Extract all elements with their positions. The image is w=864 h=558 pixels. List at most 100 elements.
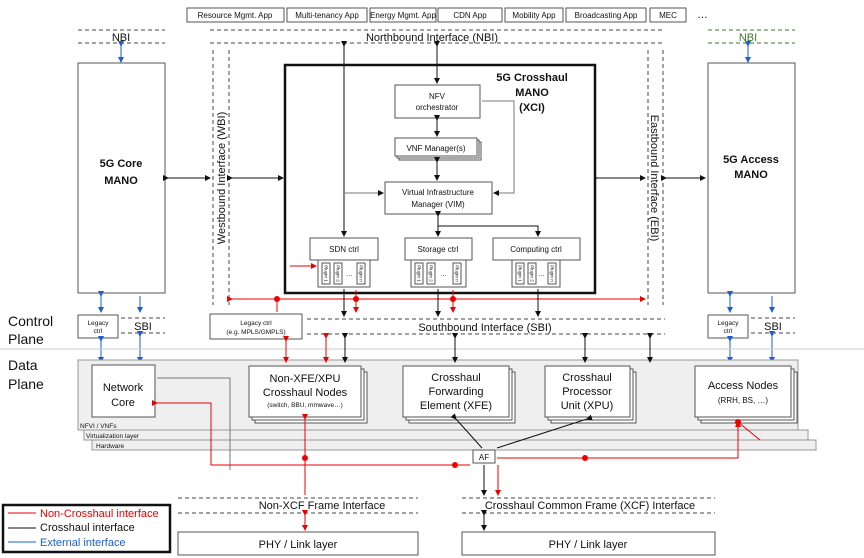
app-mobility	[504, 7, 564, 23]
nfvi-layer-label: NFVI / VNFs	[80, 423, 117, 430]
app-label: CDN App	[453, 11, 487, 20]
crosshaul-processor-unit	[544, 365, 631, 418]
non-xfe-label: Crosshaul Nodes	[263, 387, 348, 399]
control-plane-label: Control	[8, 313, 53, 329]
legend: Non-Crosshaul interface Crosshaul interf…	[1, 503, 172, 554]
crosshaul-forwarding-element	[402, 365, 510, 418]
nfvo-label: orchestrator	[416, 103, 459, 112]
app-label: Multi-tenancy App	[295, 11, 359, 20]
non-xfe-label: Non-XFE/XPU	[270, 373, 341, 385]
storage-ctrl: Storage ctrl Plugin 1 Plugin 2 Plugin n …	[404, 237, 473, 288]
network-core-label: Core	[111, 397, 135, 409]
xfe-label: Forwarding	[428, 386, 483, 398]
more-apps-ellipsis: …	[697, 9, 708, 21]
plugin-label: Plugin n	[359, 265, 364, 282]
xci-title: (XCI)	[519, 102, 545, 114]
plugin-label: Plugin 1	[518, 265, 523, 282]
legacy-label: Legacy	[718, 320, 740, 327]
nbi-right-label: NBI	[739, 32, 757, 44]
xci-title: MANO	[515, 87, 549, 99]
network-core	[91, 364, 156, 418]
app-label: Mobility App	[512, 11, 556, 20]
plugin-label: Plugin n	[455, 265, 460, 282]
eastbound-interface-label: Eastbound Interface (EBI)	[648, 115, 660, 242]
nbi-left-label: NBI	[112, 32, 130, 44]
vim	[384, 181, 493, 215]
vnf-manager	[394, 137, 478, 157]
phy-label: PHY / Link layer	[259, 539, 338, 551]
nfvo-label: NFV	[429, 92, 446, 101]
plugin-ellipsis: …	[346, 271, 353, 278]
xcf-interface-label: Crosshaul Common Frame (XCF) Interface	[485, 500, 695, 512]
legend-label-external: External interface	[40, 537, 126, 549]
legacy-label: ctrl	[724, 328, 733, 335]
app-label: Broadcasting App	[575, 11, 638, 20]
data-plane-label: Plane	[8, 376, 44, 392]
access-mano-label: 5G Access	[723, 154, 779, 166]
af-box	[472, 449, 496, 464]
app-multi-tenancy	[286, 7, 368, 23]
non-xfe-label: (switch, BBU, mmwave…)	[267, 402, 342, 409]
computing-ctrl: Computing ctrl Plugin 1 Plugin 2 Plugin …	[492, 237, 581, 288]
app-cdn	[437, 7, 503, 23]
control-plane-label: Plane	[8, 331, 44, 347]
legend-label-non-crosshaul: Non-Crosshaul interface	[40, 508, 159, 520]
controller-label: Computing ctrl	[510, 245, 562, 254]
legacy-label: Legacy	[88, 320, 110, 327]
phy-link-layer-right	[461, 531, 716, 556]
app-mec	[649, 7, 687, 23]
plugin-label: Plugin n	[550, 265, 555, 282]
vim-label: Virtual Infrastructure	[402, 188, 474, 197]
app-resource-mgmt	[186, 7, 285, 23]
xpu-label: Processor	[562, 386, 612, 398]
sdn-ctrl: SDN ctrl Plugin 1 Plugin 2 Plugin n …	[309, 237, 379, 288]
sbi-right-label: SBI	[764, 321, 782, 333]
core-mano-label: MANO	[104, 175, 138, 187]
southbound-interface-label: Southbound Interface (SBI)	[418, 322, 551, 334]
app-energy-mgmt	[369, 7, 437, 23]
plugin-label: Plugin 2	[336, 265, 341, 282]
xci-title: 5G Crosshaul	[496, 72, 568, 84]
plugin-label: Plugin 1	[417, 265, 422, 282]
data-plane-label: Data	[8, 357, 38, 373]
xfe-label: Crosshaul	[431, 372, 481, 384]
plugin-label: Plugin 1	[324, 265, 329, 282]
legacy-label: ctrl	[94, 328, 103, 335]
plugin-label: Plugin 2	[530, 265, 535, 282]
non-xfe-crosshaul-nodes	[248, 365, 362, 418]
hardware-layer-label: Hardware	[96, 443, 125, 450]
legacy-label: Legacy ctrl	[240, 320, 272, 327]
virtualization-layer-label: Virtualization layer	[86, 433, 140, 440]
core-mano-label: 5G Core	[100, 158, 143, 170]
westbound-interface-label: Westbound Interface (WBI)	[216, 112, 228, 244]
app-label: Resource Mgmt. App	[198, 11, 273, 20]
nfv-orchestrator	[394, 84, 481, 119]
legacy-ctrl-mpls	[209, 313, 303, 340]
5g-access-mano	[707, 62, 796, 294]
phy-link-layer-left	[177, 531, 419, 556]
sbi-left-label: SBI	[134, 321, 152, 333]
vim-label: Manager (VIM)	[411, 200, 465, 209]
legacy-label: (e.g. MPLS/GMPLS)	[226, 329, 285, 336]
non-xcf-interface-label: Non-XCF Frame Interface	[259, 500, 386, 512]
xfe-label: Element (XFE)	[420, 400, 492, 412]
plugin-ellipsis: …	[440, 271, 447, 278]
app-bar: Resource Mgmt. App Multi-tenancy App Ene…	[186, 7, 708, 23]
access-nodes-label: Access Nodes	[708, 380, 779, 392]
controller-label: SDN ctrl	[329, 245, 359, 254]
app-label: MEC	[659, 11, 677, 20]
vnfm-label: VNF Manager(s)	[406, 144, 465, 153]
network-core-label: Network	[103, 382, 144, 394]
access-mano-label: MANO	[734, 169, 768, 181]
xpu-label: Crosshaul	[562, 372, 612, 384]
xpu-label: Unit (XPU)	[561, 400, 614, 412]
af-label: AF	[479, 453, 489, 462]
access-nodes	[694, 365, 792, 418]
plugin-ellipsis: …	[538, 271, 545, 278]
legend-label-crosshaul: Crosshaul interface	[40, 522, 135, 534]
app-broadcasting	[565, 7, 647, 23]
plugin-label: Plugin 2	[429, 265, 434, 282]
app-label: Energy Mgmt. App	[370, 11, 436, 20]
5g-core-mano	[77, 62, 166, 294]
